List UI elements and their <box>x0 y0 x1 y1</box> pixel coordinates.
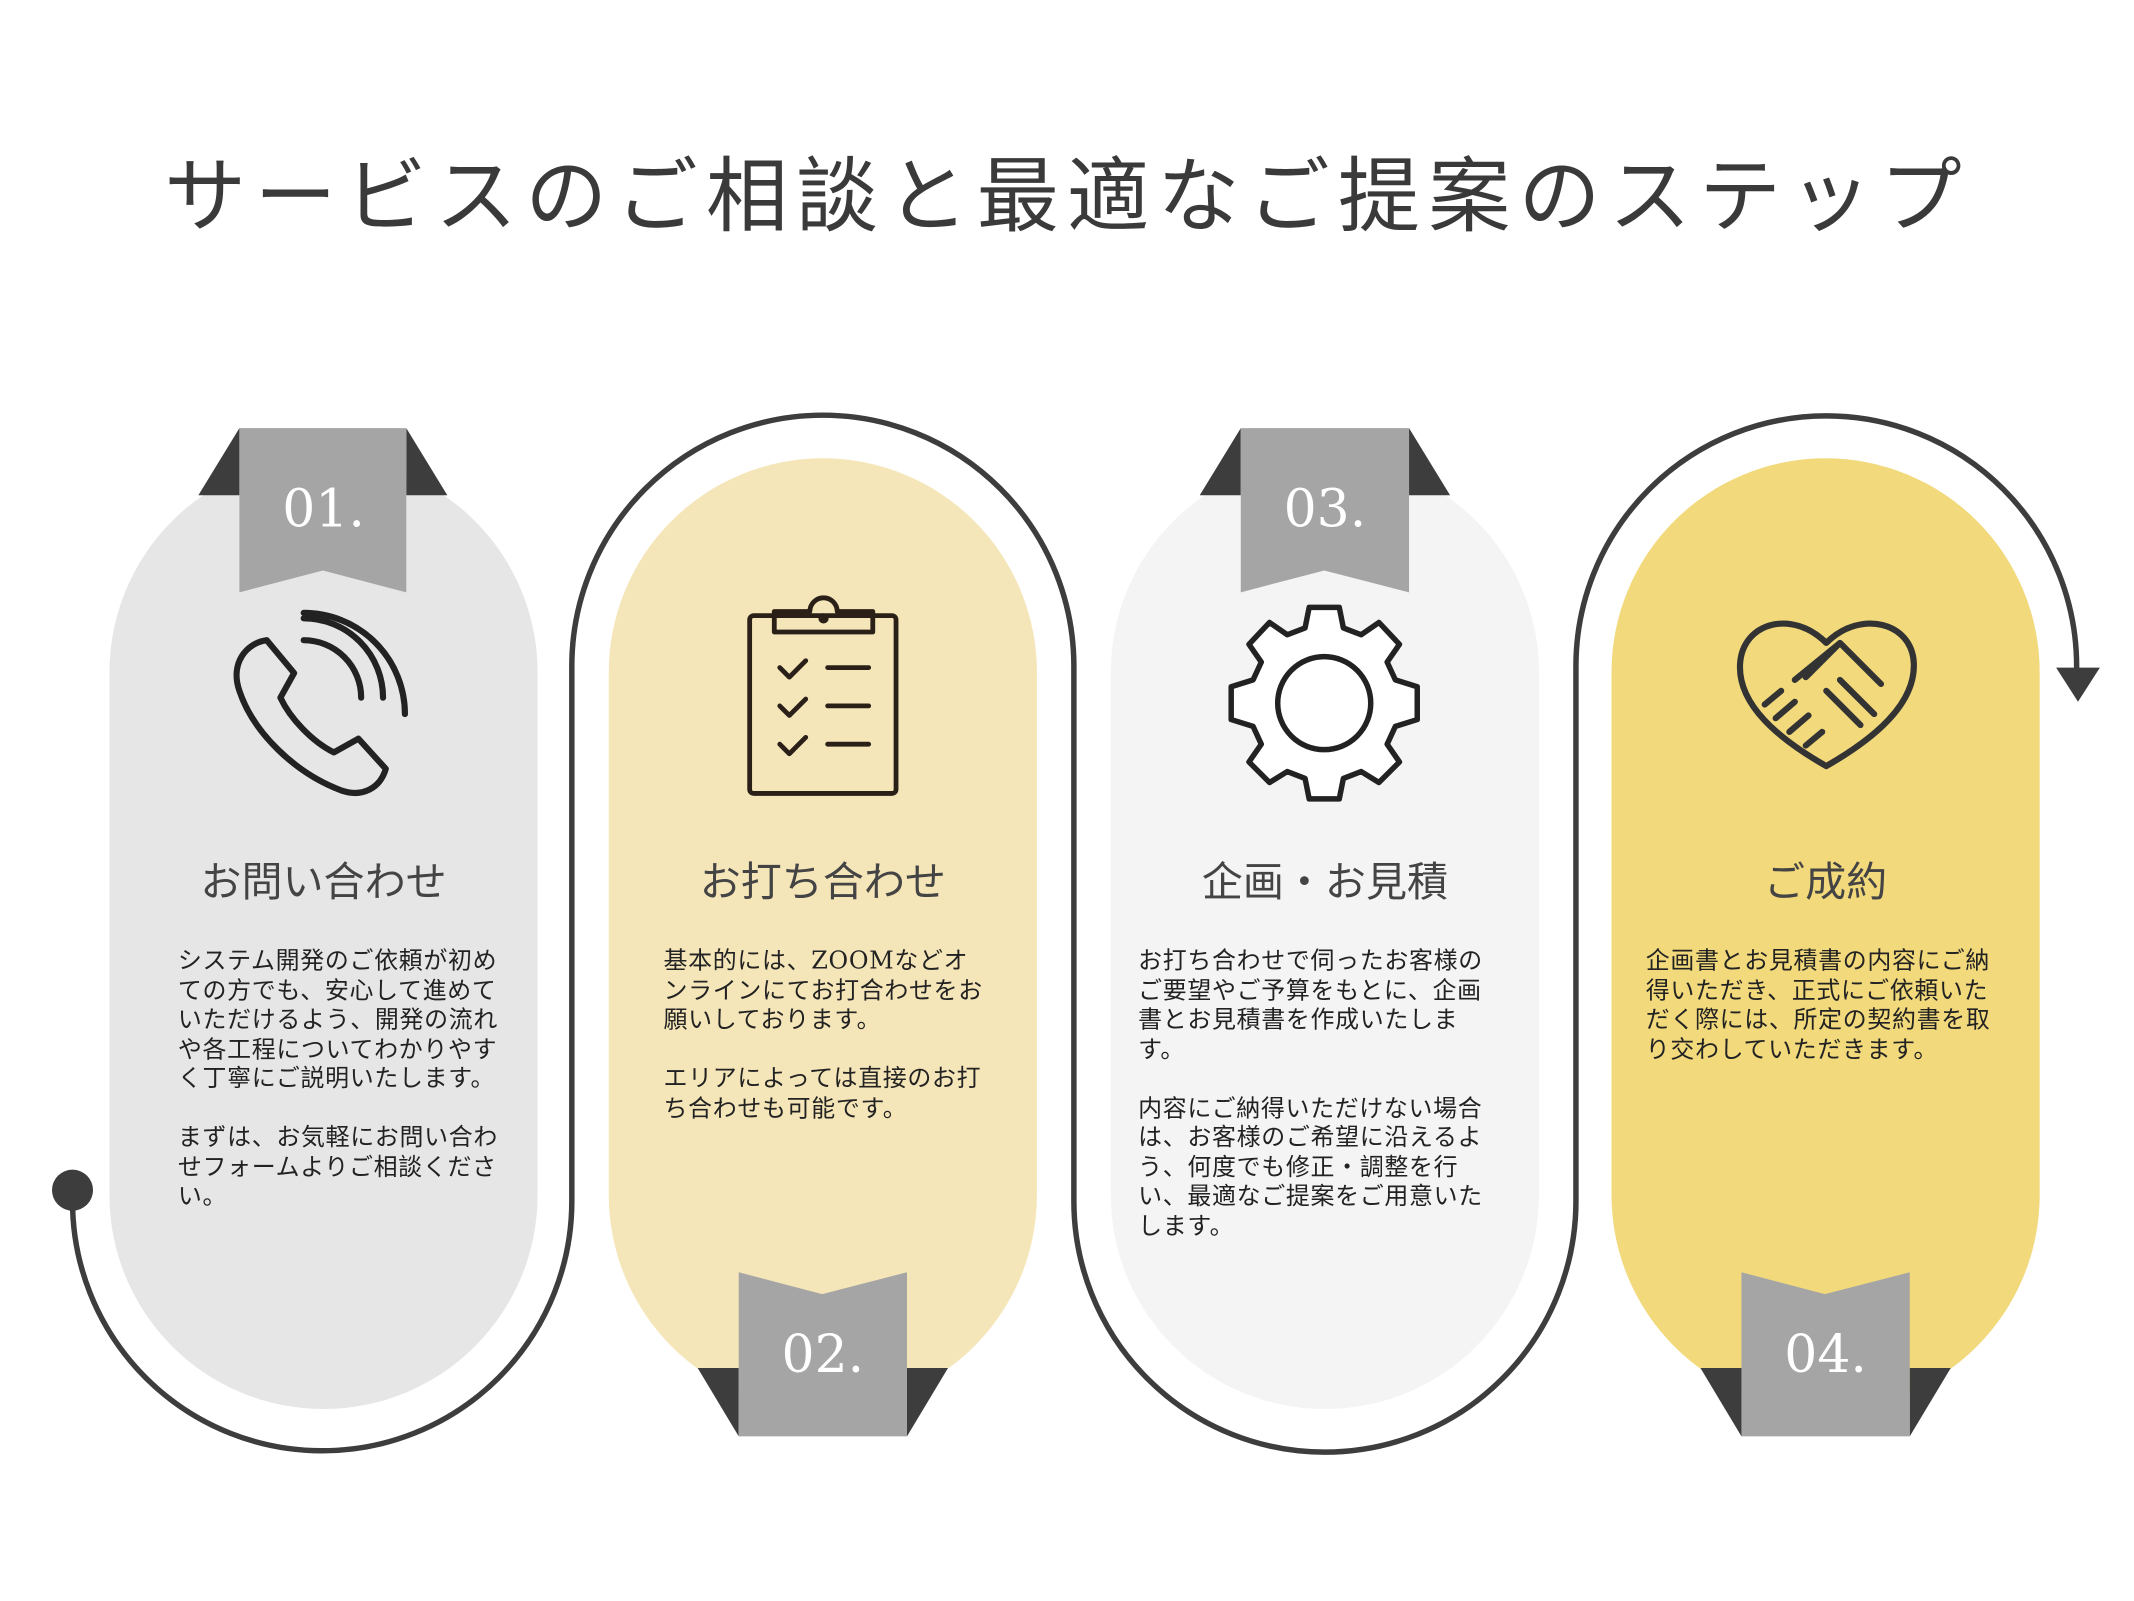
step-number-1: 01. <box>282 478 365 539</box>
start-dot <box>51 1169 94 1211</box>
handshake-heart-icon <box>1737 620 1917 770</box>
step-heading-4: ご成約 <box>1764 859 1888 907</box>
ribbon-4 <box>1700 1272 1951 1437</box>
step-number-3: 03. <box>1283 478 1367 539</box>
gear-icon <box>1228 604 1420 802</box>
step-heading-1: お問い合わせ <box>200 859 447 907</box>
step-heading-3: 企画・お見積 <box>1201 859 1449 907</box>
step-body-4: 企画書とお見積書の内容にご納得いただき、正式にご依頼いただく際には、所定の契約書… <box>1645 948 1991 1064</box>
step-number-2: 02. <box>781 1324 865 1385</box>
page-title: サービスのご相談と最適なご提案のステップ <box>164 149 1970 245</box>
clipboard-checklist-icon <box>747 595 899 796</box>
step-body-1: システム開発のご依頼が初めての方でも、安心して進めていただけるよう、開発の流れや… <box>177 948 498 1211</box>
step-body-2: 基本的には、ZOOMなどオンラインにてお打合わせをお願いしております。 エリアに… <box>663 948 983 1123</box>
step-heading-2: お打ち合わせ <box>699 859 946 907</box>
step-body-3: お打ち合わせで伺ったお客様のご要望やご予算をもとに、企画書とお見積書を作成いたし… <box>1138 948 1483 1241</box>
step-number-4: 04. <box>1784 1324 1867 1385</box>
arrowhead-icon <box>2056 667 2100 702</box>
phone-icon <box>233 609 409 796</box>
step-card-4 <box>1611 458 2040 1410</box>
